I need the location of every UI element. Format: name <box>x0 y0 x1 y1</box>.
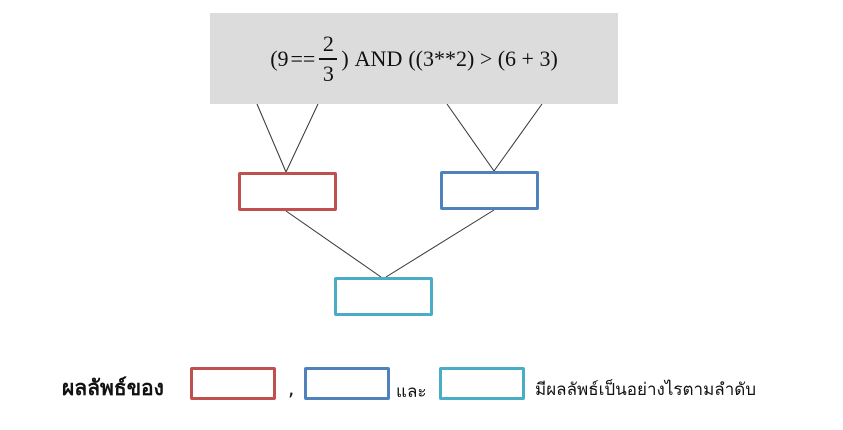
expression-equality-operator: == <box>290 45 316 71</box>
question-suffix: มีผลลัพธ์เป็นอย่างไรตามลำดับ <box>535 380 757 400</box>
fraction-denominator: 3 <box>322 60 334 86</box>
expression-logical-operator: AND <box>354 45 403 71</box>
fraction-bar <box>319 57 338 60</box>
question-slot-left[interactable] <box>190 367 276 400</box>
connector-left-branch-b <box>285 103 319 173</box>
right-result-box[interactable] <box>440 171 539 210</box>
question-comma: , <box>288 376 295 400</box>
connector-right-branch-b <box>493 103 543 172</box>
connector-right-branch-a <box>446 103 495 172</box>
expression-box: (9 == 2 3 ) AND ((3**2) > (6 + 3) <box>210 13 618 104</box>
fraction-numerator: 2 <box>322 30 334 56</box>
question-prefix: ผลลัพธ์ของ <box>62 376 164 400</box>
left-result-box[interactable] <box>238 172 337 211</box>
expression-fraction: 2 3 <box>319 30 338 86</box>
connector-right-to-final <box>385 209 495 278</box>
question-slot-right[interactable] <box>304 367 390 400</box>
question-slot-final[interactable] <box>439 367 525 400</box>
connector-left-branch-a <box>256 103 287 173</box>
connector-left-to-final <box>285 210 382 278</box>
expression-close-paren: ) <box>341 45 349 71</box>
question-conjunction: และ <box>396 382 427 402</box>
expression-open-operand: (9 <box>270 45 289 71</box>
final-result-box[interactable] <box>334 277 433 316</box>
expression-right-operand: ((3**2) > (6 + 3) <box>408 45 558 71</box>
